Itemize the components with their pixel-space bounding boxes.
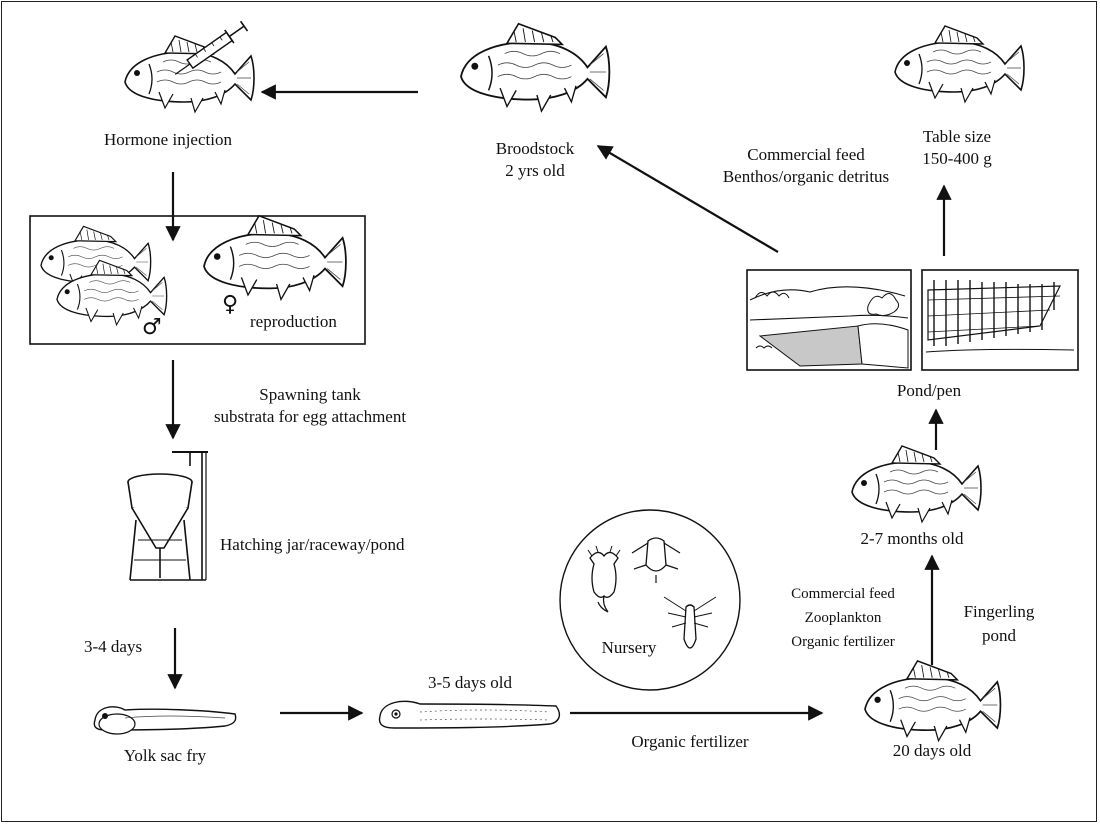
table-size-label: Table size 150-400 g <box>922 126 991 170</box>
carp-icon <box>851 445 982 523</box>
broodstock-label: Broodstock 2 yrs old <box>496 138 574 182</box>
feed-fingerling-line-1: Commercial feed <box>791 586 895 602</box>
syringe-icon <box>174 20 249 75</box>
spawning-tank-label: Spawning tank substrata for egg attachme… <box>214 384 406 428</box>
organic-fertilizer-label: Organic fertilizer <box>631 732 749 751</box>
carp-icon <box>894 25 1025 103</box>
zooplankton-icon <box>663 596 717 649</box>
nursery-circle <box>559 509 741 691</box>
table-size-weight: 150-400 g <box>922 149 992 168</box>
yolk-sac-fry-label: Yolk sac fry <box>123 746 207 765</box>
zooplankton-icon <box>631 537 681 583</box>
hatching-label: Hatching jar/raceway/pond <box>220 535 405 554</box>
three-four-days-label: 3-4 days <box>84 637 143 656</box>
hormone-injection-label: Hormone injection <box>104 130 232 149</box>
nursery-label: Nursery <box>601 638 657 657</box>
broodstock-age: 2 yrs old <box>505 161 565 180</box>
spawning-tank-title: Spawning tank <box>259 385 361 404</box>
three-five-days-label: 3-5 days old <box>427 673 513 692</box>
feed-fingerling-label: Commercial feed Zooplankton Organic fert… <box>791 582 895 654</box>
feed-fingerling-line-2: Zooplankton <box>804 610 882 626</box>
broodstock-title: Broodstock <box>495 139 575 158</box>
fingerling-pond-line-1: Fingerling <box>963 602 1035 621</box>
zooplankton-icon <box>587 545 621 613</box>
hatching-jar-icon <box>127 451 208 581</box>
table-size-title: Table size <box>922 127 992 146</box>
pond-icon <box>746 269 912 371</box>
reproduction-label: reproduction <box>250 312 337 331</box>
feed-top-line-1: Commercial feed <box>747 145 865 164</box>
feed-fingerling-line-3: Organic fertilizer <box>791 634 895 650</box>
carp-icon <box>864 660 1002 742</box>
pond-pen-label: Pond/pen <box>896 381 962 400</box>
carp-icon <box>460 22 611 113</box>
feed-top-label: Commercial feed Benthos/organic detritus <box>723 144 889 188</box>
twenty-days-label: 20 days old <box>892 741 972 760</box>
female-symbol: ♀ <box>222 292 239 317</box>
male-symbol: ♂ <box>142 315 162 340</box>
two-seven-months-label: 2-7 months old <box>860 529 964 548</box>
fingerling-pond-label: Fingerling pond <box>964 600 1035 648</box>
fry-icon <box>93 706 237 735</box>
arrow-pond-to-broodstock <box>596 145 779 253</box>
pen-icon <box>921 269 1079 371</box>
spawning-tank-note: substrata for egg attachment <box>213 407 407 426</box>
fry-icon <box>378 700 561 729</box>
feed-top-line-2: Benthos/organic detritus <box>722 167 890 186</box>
carp-icon <box>124 35 255 113</box>
fingerling-pond-line-2: pond <box>982 626 1016 645</box>
